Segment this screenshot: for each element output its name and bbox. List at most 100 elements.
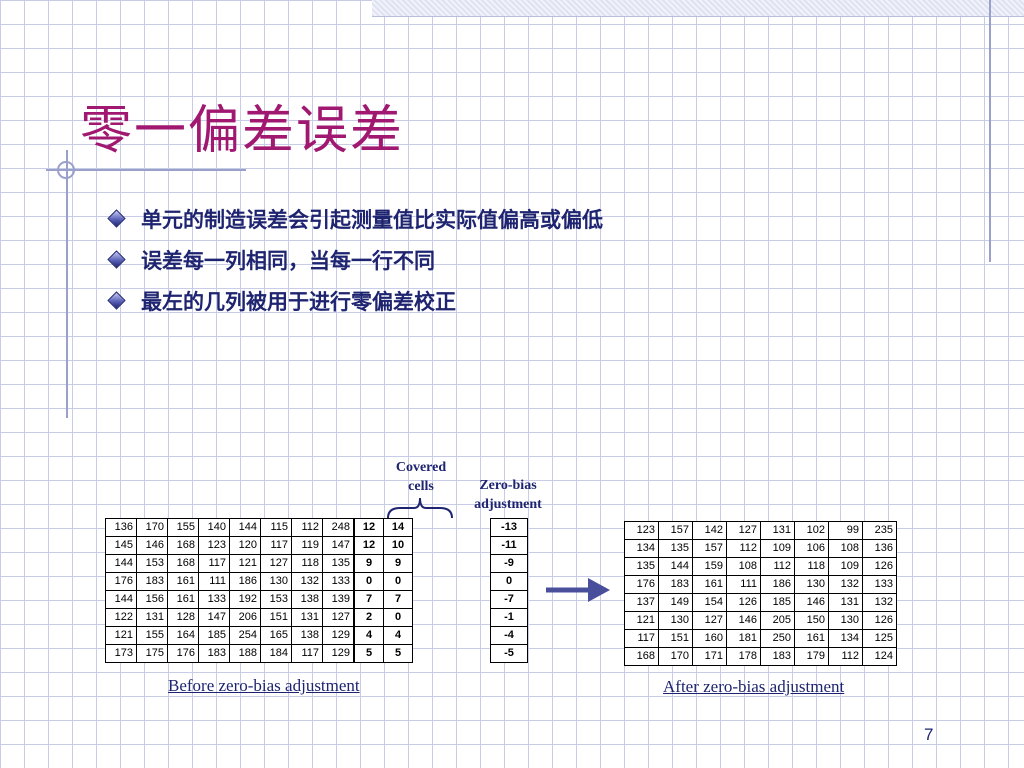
- table-cell: 127: [692, 611, 727, 630]
- table-cell: 146: [136, 536, 168, 555]
- table-cell: 192: [229, 590, 261, 609]
- table-cell: 173: [105, 644, 137, 663]
- table-cell: 151: [260, 608, 292, 627]
- table-cell: 153: [136, 554, 168, 573]
- table-cell: 129: [322, 644, 355, 663]
- table-cell: -5: [490, 644, 528, 663]
- table-cell: 121: [105, 626, 137, 645]
- table-cell: 205: [760, 611, 795, 630]
- table-cell: 126: [862, 611, 897, 630]
- table-cell: 119: [291, 536, 323, 555]
- table-cell: 120: [229, 536, 261, 555]
- table-cell: 126: [862, 557, 897, 576]
- table-cell: 10: [383, 536, 413, 555]
- table-cell: 108: [828, 539, 863, 558]
- table-cell: 179: [794, 647, 829, 666]
- table-cell: 131: [291, 608, 323, 627]
- bullet-text: 误差每一列相同，当每一行不同: [141, 248, 435, 273]
- table-cell: 129: [322, 626, 355, 645]
- table-cell: 206: [229, 608, 261, 627]
- table-cell: 134: [828, 629, 863, 648]
- table-cell: 146: [794, 593, 829, 612]
- table-cell: 181: [726, 629, 761, 648]
- table-cell: 115: [260, 518, 292, 537]
- right-arrow-icon: [546, 578, 610, 602]
- table-cell: 137: [624, 593, 659, 612]
- table-row: -13: [490, 518, 528, 537]
- diamond-bullet-icon: [107, 209, 126, 228]
- bullet-text: 单元的制造误差会引起测量值比实际值偏高或偏低: [141, 207, 603, 232]
- diamond-bullet-icon: [107, 250, 126, 269]
- table-cell: 132: [291, 572, 323, 591]
- curly-brace-icon: [387, 497, 453, 519]
- table-cell: 170: [658, 647, 693, 666]
- table-row: 0: [490, 572, 528, 591]
- table-cell: 124: [862, 647, 897, 666]
- covered-label-line1: Covered: [395, 460, 447, 475]
- table-cell: 146: [726, 611, 761, 630]
- table-cell: 176: [105, 572, 137, 591]
- table-cell: 171: [692, 647, 727, 666]
- table-cell: 178: [726, 647, 761, 666]
- zerobias-label-line1: Zero-bias: [479, 478, 537, 493]
- bullet-item: 单元的制造误差会引起测量值比实际值偏高或偏低: [107, 198, 603, 239]
- table-cell: 111: [726, 575, 761, 594]
- table-cell: 109: [760, 539, 795, 558]
- table-cell: 168: [167, 536, 199, 555]
- table-cell: 5: [383, 644, 413, 663]
- table-cell: 147: [322, 536, 355, 555]
- table-cell: 235: [862, 521, 897, 540]
- table-cell: 151: [658, 629, 693, 648]
- table-cell: 254: [229, 626, 261, 645]
- table-cell: 153: [260, 590, 292, 609]
- table-cell: 135: [322, 554, 355, 573]
- table-cell: 130: [658, 611, 693, 630]
- table-cell: 131: [828, 593, 863, 612]
- table-cell: 161: [167, 590, 199, 609]
- table-cell: 136: [862, 539, 897, 558]
- table-cell: 135: [624, 557, 659, 576]
- table-row: -11: [490, 536, 528, 555]
- bullet-list: 单元的制造误差会引起测量值比实际值偏高或偏低 误差每一列相同，当每一行不同 最左…: [107, 198, 603, 321]
- table-cell: 12: [353, 518, 384, 537]
- table-cell: 157: [692, 539, 727, 558]
- bullet-item: 误差每一列相同，当每一行不同: [107, 239, 603, 280]
- table-cell: 123: [198, 536, 230, 555]
- table-cell: 184: [260, 644, 292, 663]
- table-cell: 135: [658, 539, 693, 558]
- left-vertical-rule: [66, 150, 68, 418]
- table-cell: 112: [828, 647, 863, 666]
- table-cell: 127: [726, 521, 761, 540]
- table-cell: 133: [198, 590, 230, 609]
- table-row: -5: [490, 644, 528, 663]
- table-cell: 9: [383, 554, 413, 573]
- table-cell: 149: [658, 593, 693, 612]
- table-cell: 144: [105, 590, 137, 609]
- table-cell: 125: [862, 629, 897, 648]
- after-caption: After zero-bias adjustment: [663, 677, 845, 696]
- table-cell: 132: [828, 575, 863, 594]
- table-cell: 145: [105, 536, 137, 555]
- table-cell: -11: [490, 536, 528, 555]
- table-cell: 183: [136, 572, 168, 591]
- table-cell: 9: [353, 554, 384, 573]
- table-cell: 159: [692, 557, 727, 576]
- table-row: -9: [490, 554, 528, 573]
- table-cell: 4: [353, 626, 384, 645]
- table-cell: 155: [136, 626, 168, 645]
- table-cell: 121: [624, 611, 659, 630]
- table-cell: 4: [383, 626, 413, 645]
